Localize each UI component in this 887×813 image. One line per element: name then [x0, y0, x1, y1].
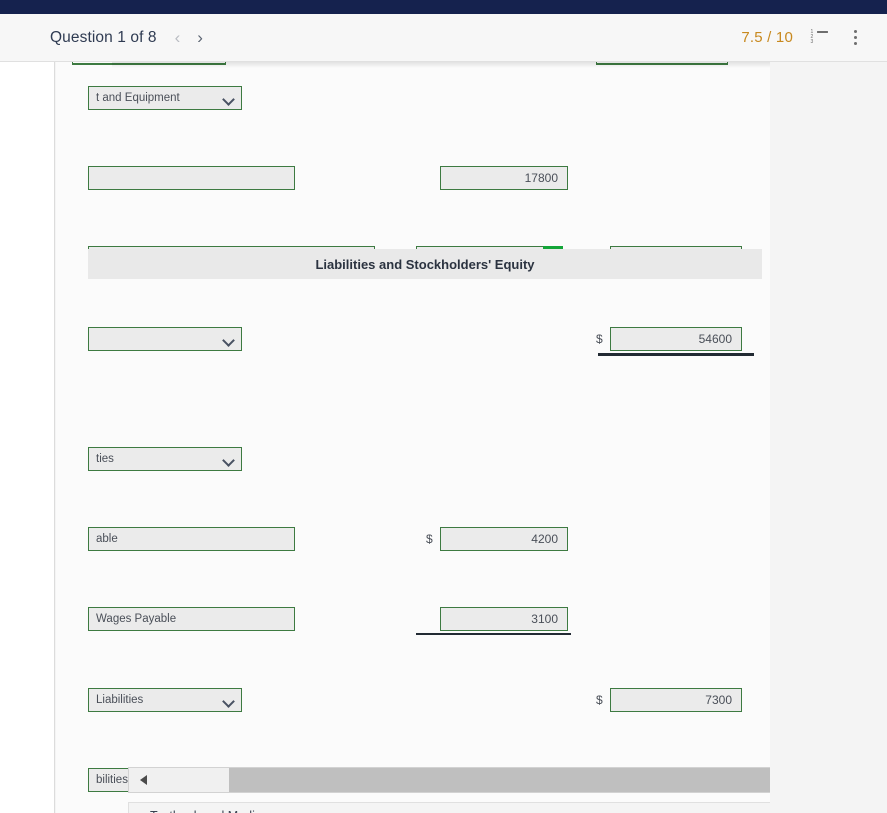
worksheet-row: $ 54600 — [72, 327, 770, 367]
scrollbar-thumb[interactable] — [229, 768, 770, 792]
clipped-field-stub — [72, 62, 226, 65]
worksheet-row: 17800 — [72, 166, 770, 206]
numbered-list-icon[interactable]: 1 2 3 — [809, 28, 829, 48]
section-header-band: Liabilities and Stockholders' Equity — [88, 249, 762, 279]
worksheet-row: able $ 4200 — [72, 527, 770, 567]
left-rail — [0, 62, 55, 813]
etextbook-panel[interactable]: eTextbook and Media — [128, 802, 770, 813]
amount-input[interactable]: 4200 — [440, 527, 568, 551]
top-app-bar — [0, 0, 887, 14]
kebab-menu-icon[interactable] — [845, 28, 865, 48]
score-display: 7.5 / 10 — [741, 29, 793, 46]
account-text-input[interactable]: able — [88, 527, 295, 551]
account-text-input[interactable] — [88, 166, 295, 190]
account-select[interactable] — [88, 327, 242, 351]
clipped-field-stub — [596, 62, 728, 65]
amount-input[interactable]: 3100 — [440, 607, 568, 631]
question-counter: Question 1 of 8 — [50, 28, 157, 46]
grand-total-rule — [598, 353, 754, 356]
amount-input[interactable]: 17800 — [440, 166, 568, 190]
subtotal-rule — [416, 633, 571, 635]
list-marker-2: 2 — [810, 34, 814, 40]
amount-input[interactable]: 54600 — [610, 327, 742, 351]
chevron-left-icon[interactable]: ‹ — [174, 28, 181, 47]
amount-input[interactable]: 7300 — [610, 688, 742, 712]
question-nav: ‹ › — [175, 29, 203, 46]
worksheet-row: t and Equipment — [72, 86, 770, 126]
worksheet-row: Liabilities $ 7300 — [72, 688, 770, 728]
account-select[interactable]: ties — [88, 447, 242, 471]
currency-symbol: $ — [596, 693, 603, 707]
scrollbar-track[interactable] — [157, 768, 770, 792]
account-select[interactable]: Liabilities — [88, 688, 242, 712]
header-right-group: 7.5 / 10 1 2 3 — [741, 28, 865, 48]
chevron-right-icon[interactable]: › — [197, 28, 203, 47]
question-content-panel: t and Equipment 17800 Accumulated Deprec… — [56, 62, 770, 813]
horizontal-scrollbar[interactable] — [128, 767, 770, 793]
etextbook-label: eTextbook and Media — [143, 809, 262, 813]
account-select[interactable]: t and Equipment — [88, 86, 242, 110]
page-body: t and Equipment 17800 Accumulated Deprec… — [0, 62, 887, 813]
scroll-left-arrow-icon[interactable] — [129, 768, 157, 792]
worksheet-row: ties — [72, 447, 770, 487]
worksheet-row: Wages Payable 3100 — [72, 607, 770, 647]
account-text-input[interactable]: Wages Payable — [88, 607, 295, 631]
question-header: Question 1 of 8 ‹ › 7.5 / 10 1 2 3 — [0, 14, 887, 62]
currency-symbol: $ — [596, 332, 603, 346]
list-marker-3: 3 — [810, 39, 814, 45]
list-marker-1: 1 — [810, 29, 814, 35]
currency-symbol: $ — [426, 532, 433, 546]
balance-sheet-worksheet: t and Equipment 17800 Accumulated Deprec… — [72, 62, 770, 792]
